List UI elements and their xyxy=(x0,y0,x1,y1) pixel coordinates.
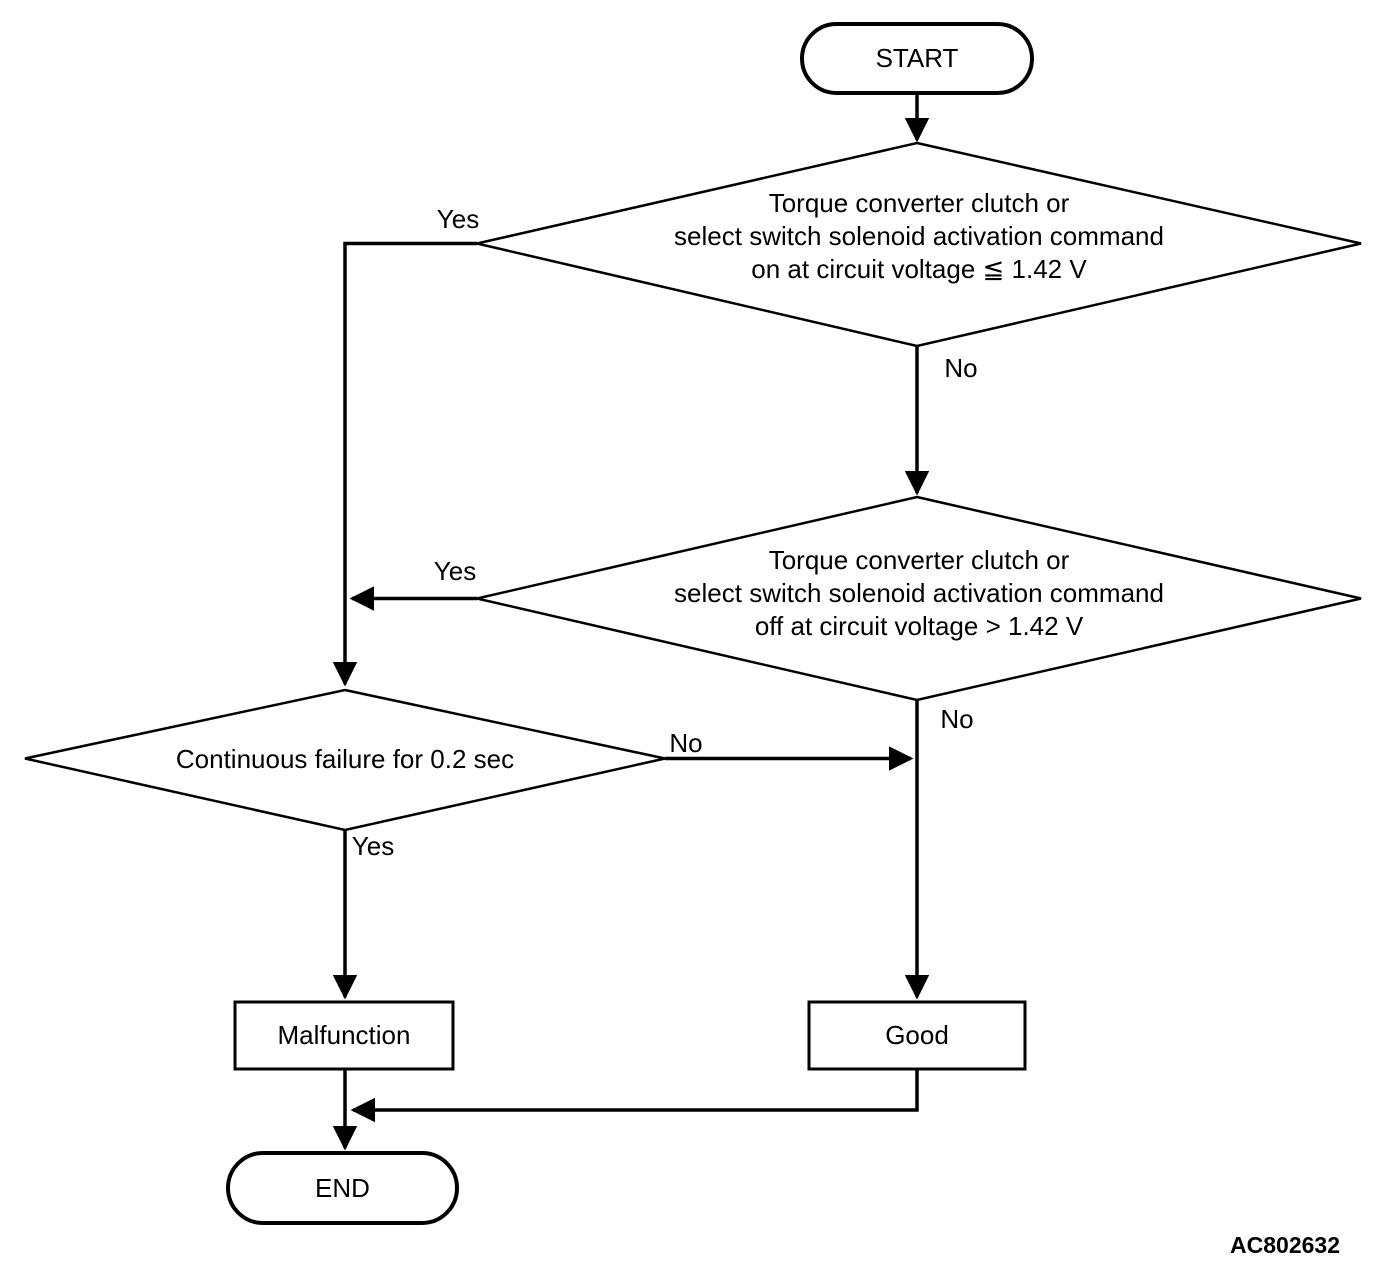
end-terminal-label: END xyxy=(315,1172,370,1203)
end-terminal-shape xyxy=(226,1151,459,1225)
malfunction-box-shape xyxy=(233,1000,455,1071)
decision1-no-label: No xyxy=(944,353,978,383)
decision2-no-label: No xyxy=(940,704,974,734)
decision1-yes-label: Yes xyxy=(436,204,480,234)
decision2-yes-label: Yes xyxy=(433,556,477,586)
malfunction-box-label: Malfunction xyxy=(277,1020,411,1050)
start-terminal-label: START xyxy=(875,43,959,73)
decision1-label: Torque converter clutch or select switch… xyxy=(674,187,1164,284)
good-box-label: Good xyxy=(885,1020,949,1050)
edge-good-to-end xyxy=(350,1069,919,1123)
decision3-yes-label: Yes xyxy=(351,831,395,861)
decision3-no-label: No xyxy=(669,728,703,758)
decision2-label: Torque converter clutch or select switch… xyxy=(674,544,1164,641)
figure-code: AC802632 xyxy=(1230,1232,1340,1258)
decision3-label: Continuous failure for 0.2 sec xyxy=(175,743,515,774)
edge-decision1-yes xyxy=(332,241,477,687)
